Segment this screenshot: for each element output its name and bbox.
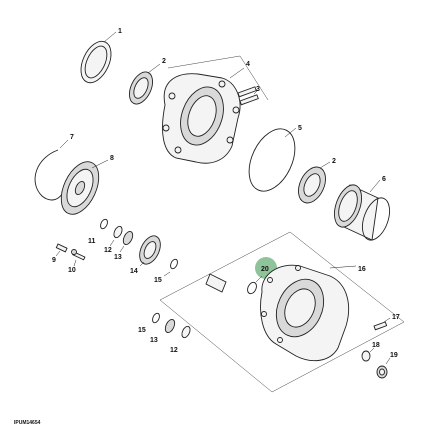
callout-15-lower: 15 xyxy=(138,327,146,334)
ring-part-15-lower xyxy=(152,312,160,324)
washer-part-13-lower xyxy=(164,318,176,334)
lower-assembly-outline xyxy=(159,231,405,393)
callout-2-upper: 2 xyxy=(162,58,166,65)
washer-part-18 xyxy=(361,347,375,362)
callout-6: 6 xyxy=(382,176,386,183)
callout-9: 9 xyxy=(52,257,56,264)
callout-5: 5 xyxy=(298,125,302,132)
callout-18: 18 xyxy=(372,342,380,349)
callout-20-highlighted: 20 xyxy=(261,266,269,273)
callout-17: 17 xyxy=(392,314,400,321)
callout-3: 3 xyxy=(256,86,260,93)
callout-2-lower: 2 xyxy=(332,158,336,165)
planet-gear-part-14 xyxy=(139,235,161,267)
callout-13-upper: 13 xyxy=(114,254,122,261)
callout-4: 4 xyxy=(246,61,250,68)
callout-7: 7 xyxy=(70,134,74,141)
plug-part-19 xyxy=(376,357,391,379)
screw-part-10 xyxy=(71,249,86,267)
ring-part-15-upper xyxy=(163,258,178,277)
stud-bolt-part-3 xyxy=(237,86,259,106)
retaining-ring-part-11 xyxy=(100,218,108,230)
washer-part-12-upper xyxy=(109,225,123,247)
callout-15-upper: 15 xyxy=(154,277,162,284)
callout-13-lower: 13 xyxy=(150,337,158,344)
callout-14: 14 xyxy=(130,268,138,275)
bolt-part-17 xyxy=(373,317,391,331)
seal-ring-part-1 xyxy=(80,31,117,84)
callout-12-upper: 12 xyxy=(104,247,112,254)
callout-12-lower: 12 xyxy=(170,347,178,354)
washer-part-13-upper xyxy=(119,230,134,253)
washer-part-12-lower xyxy=(181,325,191,339)
figure-reference-code: IPUM14654 xyxy=(14,420,41,426)
callout-16: 16 xyxy=(358,266,366,273)
callout-1: 1 xyxy=(118,28,122,35)
housing-part-16 xyxy=(260,264,357,362)
pin-part-9 xyxy=(55,243,68,257)
bearing-part-2-lower xyxy=(298,161,331,204)
callout-8: 8 xyxy=(110,155,114,162)
callout-11: 11 xyxy=(88,238,96,245)
upper-assembly-outline xyxy=(167,55,269,101)
callout-labels: 1 2 3 4 5 2 6 7 8 9 10 11 12 13 14 15 16… xyxy=(52,28,400,359)
planet-shaft xyxy=(205,273,227,293)
o-ring-part-5 xyxy=(248,127,297,192)
bearing-part-2-upper xyxy=(128,63,161,105)
callout-19: 19 xyxy=(390,352,398,359)
callout-10: 10 xyxy=(68,267,76,274)
planet-carrier-part-8 xyxy=(60,159,109,215)
carrier-housing-part-4 xyxy=(162,67,245,164)
ring-gear-part-6 xyxy=(333,179,391,241)
